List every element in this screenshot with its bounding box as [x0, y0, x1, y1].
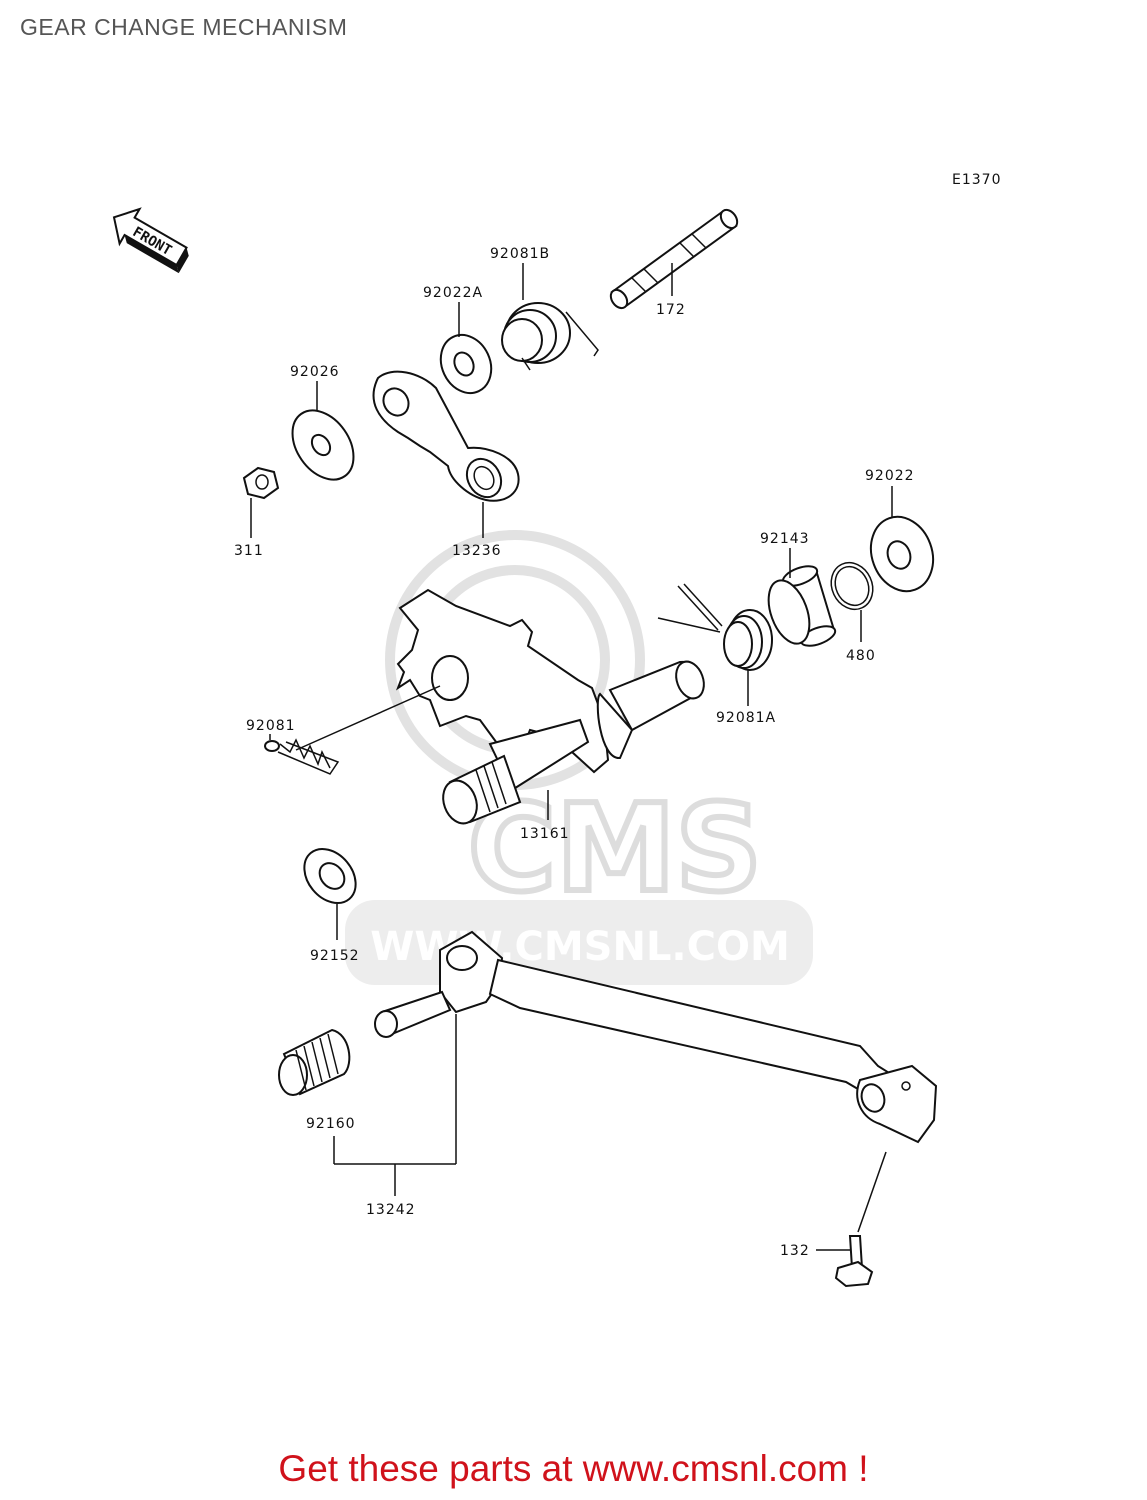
- part-92026-washer: [291, 409, 355, 481]
- label-92022: 92022: [865, 468, 915, 484]
- label-13236: 13236: [452, 543, 502, 559]
- leader-132-b: [857, 1151, 887, 1233]
- label-92081B: 92081B: [490, 246, 550, 262]
- part-92160-rubber: [278, 1028, 351, 1096]
- part-13242-pedal: [374, 930, 938, 1144]
- part-92152-washer: [303, 848, 357, 904]
- label-480: 480: [846, 648, 876, 664]
- page-title: GEAR CHANGE MECHANISM: [20, 14, 348, 40]
- label-92026: 92026: [290, 364, 340, 380]
- part-13161-shift-shaft: [395, 588, 705, 825]
- cta-link[interactable]: Get these parts at www.cmsnl.com !: [278, 1448, 869, 1489]
- label-92143: 92143: [760, 531, 810, 547]
- leader-92081-b: [295, 685, 441, 751]
- part-92022-washer: [869, 515, 935, 593]
- label-92160: 92160: [306, 1116, 356, 1132]
- part-92081A-spring: [657, 583, 773, 671]
- front-arrow-icon: FRONT: [112, 207, 189, 274]
- label-311: 311: [234, 543, 264, 559]
- watermark-url: WWW.CMSNL.COM: [370, 924, 790, 970]
- part-92081B-spring: [501, 302, 599, 371]
- label-13161: 13161: [520, 826, 570, 842]
- part-172-shaft: [609, 208, 739, 310]
- label-13242: 13242: [366, 1202, 416, 1218]
- diagram-code: E1370: [952, 172, 1001, 188]
- label-92152: 92152: [310, 948, 360, 964]
- part-132-bolt: [834, 1235, 874, 1288]
- part-92081-spring: [264, 738, 340, 775]
- label-92022A: 92022A: [423, 285, 483, 301]
- part-92022A-washer: [439, 333, 493, 395]
- part-311-nut: [242, 466, 280, 500]
- part-480-circlip: [830, 561, 874, 611]
- label-92081: 92081: [246, 718, 296, 734]
- label-132: 132: [780, 1243, 810, 1259]
- part-92143-collar: [767, 565, 837, 647]
- label-172: 172: [656, 302, 686, 318]
- label-92081A: 92081A: [716, 710, 776, 726]
- part-13236-lever: [372, 370, 520, 502]
